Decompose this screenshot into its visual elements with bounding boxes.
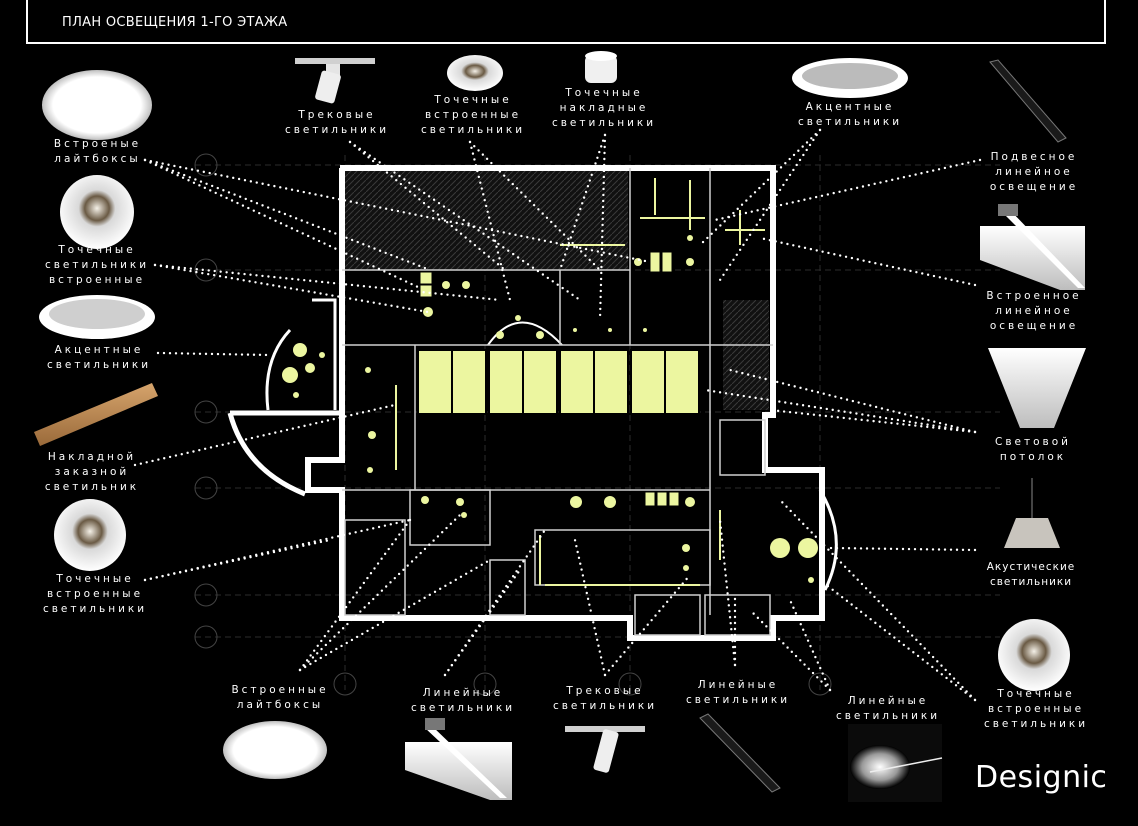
label-right-acoustic: Акустические светильники (986, 561, 1076, 588)
grid-axis-markers (194, 153, 832, 696)
linear-light-icon (699, 713, 781, 793)
hatched-zones (342, 170, 769, 410)
label-right-spots-recessed: Точечные встроенные светильники (983, 688, 1089, 730)
recessed-linear-icon-2 (405, 718, 512, 800)
label-left-spots-recessed-2: Точечные встроенные светильники (42, 573, 148, 615)
linear-light-strips (395, 178, 765, 586)
label-bottom-track: Трековые светильники (552, 685, 658, 712)
lightbox-round-icon (42, 70, 152, 140)
accent-ring-icon (39, 295, 155, 339)
label-right-recessed-linear: Встроенное линейное освещение (986, 290, 1082, 332)
brand-logo: Designic (975, 760, 1108, 795)
label-right-pendant-linear: Подвесное линейное освещение (989, 151, 1079, 193)
building-walls (227, 165, 838, 641)
label-top-spots-surface: Точечные накладные светильники (551, 87, 657, 129)
label-bottom-linear-1: Линейные светильники (410, 687, 516, 714)
spot-lights (282, 235, 818, 583)
label-left-accent: Акцентные светильники (46, 344, 152, 371)
label-left-lightboxes: Встроеные лайтбоксы (53, 138, 142, 165)
light-ceiling-panels (417, 349, 700, 415)
wall-linear-glow-icon (848, 724, 943, 802)
interior-partitions (342, 168, 773, 636)
downlight-recessed-icon-2 (54, 499, 126, 571)
label-left-spots-recessed: Точечные светильники встроенные (44, 244, 150, 286)
page-title: ПЛАН ОСВЕЩЕНИЯ 1-ГО ЭТАЖА (62, 15, 288, 30)
downlight-recessed-icon-4 (998, 619, 1070, 691)
recessed-linear-icon (980, 204, 1085, 290)
label-right-light-ceiling: Световой потолок (995, 436, 1071, 463)
label-top-spots-recessed: Точечные встроенные светильники (420, 94, 526, 136)
pendant-linear-icon (989, 59, 1067, 143)
light-ceiling-icon (988, 348, 1086, 428)
label-top-accent: Акцентные светильники (797, 101, 903, 128)
lightbox-round-icon-2 (223, 721, 327, 779)
label-bottom-linear-3: Линейные светильники (835, 695, 941, 722)
label-top-track: Трековые светильники (284, 109, 390, 136)
accent-ring-icon-2 (792, 58, 908, 98)
leader-lines (133, 128, 982, 702)
title-frame (26, 0, 1106, 44)
track-light-icon (295, 58, 375, 104)
wood-linear-icon (34, 383, 158, 446)
label-bottom-linear-2: Линейные светильники (685, 679, 791, 706)
label-bottom-lightboxes: Встроенные лайтбоксы (231, 684, 329, 711)
lightbox-squares (419, 251, 680, 507)
label-left-custom-surface: Накладной заказной светильник (44, 451, 140, 493)
acoustic-pendant-icon (1004, 478, 1060, 548)
downlight-recessed-icon-3 (447, 55, 503, 91)
surface-spot-icon (585, 51, 617, 83)
track-light-icon-2 (565, 726, 645, 773)
downlight-recessed-icon (60, 175, 134, 249)
